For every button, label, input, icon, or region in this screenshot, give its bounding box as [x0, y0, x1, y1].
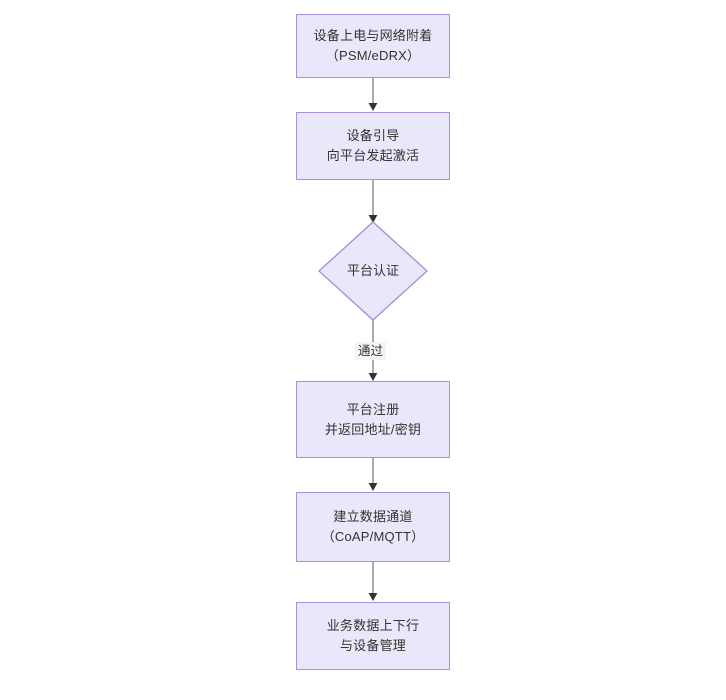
node-platform-register-line2: 并返回地址/密钥 — [324, 421, 422, 437]
connector-power-on-to-bootstrap — [366, 78, 380, 112]
node-bootstrap[interactable]: 设备引导 向平台发起激活 — [296, 112, 450, 180]
node-business-data-line2: 与设备管理 — [339, 638, 406, 653]
node-power-on-line1: 设备上电与网络附着 — [313, 28, 433, 43]
connector-data-channel-to-business — [366, 562, 380, 602]
connector-register-to-data-channel — [366, 458, 380, 492]
node-business-data[interactable]: 业务数据上下行 与设备管理 — [296, 602, 450, 670]
node-business-data-line1: 业务数据上下行 — [326, 618, 420, 633]
node-data-channel-line1: 建立数据通道 — [333, 509, 413, 524]
node-bootstrap-line2: 向平台发起激活 — [326, 148, 420, 163]
node-platform-register[interactable]: 平台注册 并返回地址/密钥 — [296, 381, 450, 458]
connector-bootstrap-to-platform-auth — [366, 180, 380, 224]
edge-label-pass: 通过 — [355, 342, 387, 360]
node-bootstrap-line1: 设备引导 — [346, 128, 400, 143]
node-platform-auth[interactable]: 平台认证 — [318, 221, 428, 321]
node-power-on-line2: （PSM/eDRX） — [325, 48, 421, 63]
node-data-channel-line2: （CoAP/MQTT） — [321, 529, 425, 544]
node-platform-register-line1: 平台注册 — [346, 401, 400, 417]
node-data-channel[interactable]: 建立数据通道 （CoAP/MQTT） — [296, 492, 450, 562]
node-power-on[interactable]: 设备上电与网络附着 （PSM/eDRX） — [296, 14, 450, 78]
